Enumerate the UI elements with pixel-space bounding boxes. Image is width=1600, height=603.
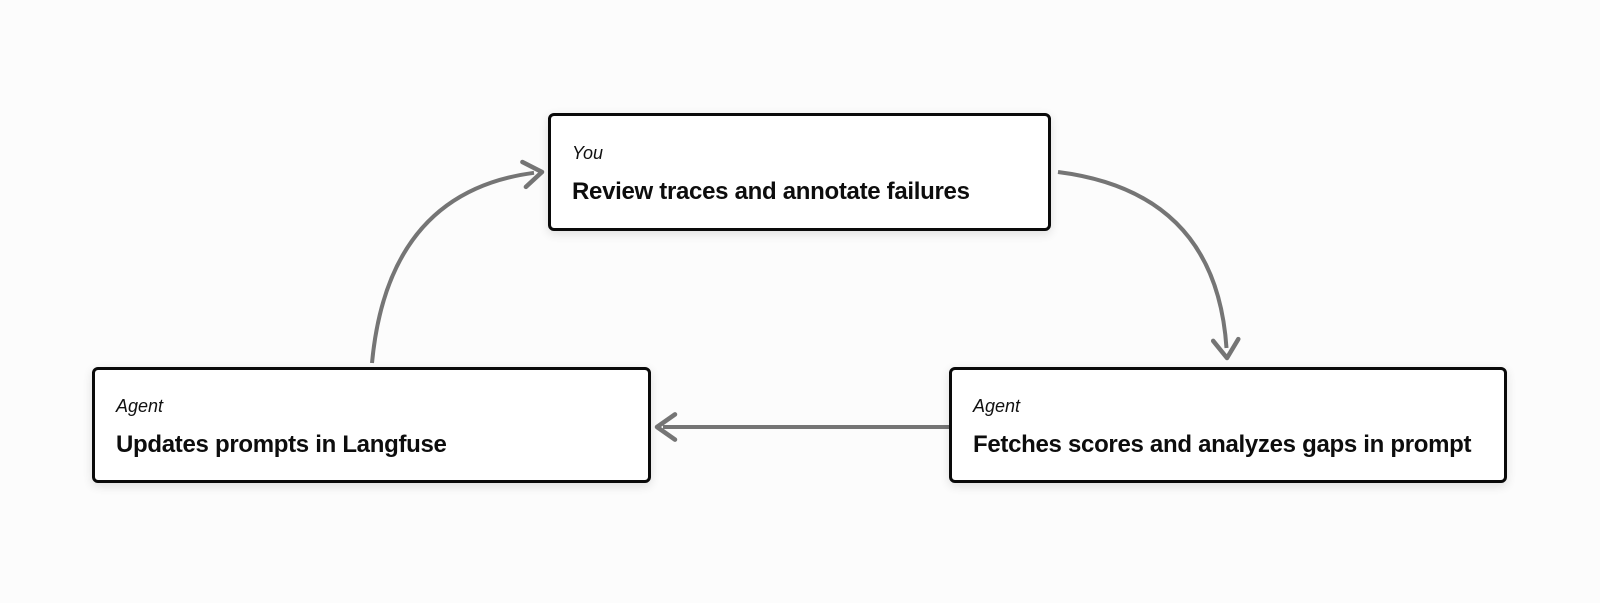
node-actor-label: Agent <box>116 395 164 416</box>
edge-top-to-bottomright <box>1057 170 1241 361</box>
node-updates-prompts: Agent Updates prompts in Langfuse <box>92 367 651 483</box>
edge-bottomleft-to-top <box>370 159 545 364</box>
node-review-traces: You Review traces and annotate failures <box>548 113 1051 231</box>
edge-bottomleft-to-top-curve <box>370 170 535 364</box>
node-title: Review traces and annotate failures <box>572 177 970 205</box>
node-title: Updates prompts in Langfuse <box>116 430 447 458</box>
edge-bottomright-to-bottomleft <box>654 412 949 442</box>
edge-top-to-bottomright-curve <box>1057 170 1229 349</box>
edge-bottomleft-to-top-arrowhead-icon <box>520 159 545 190</box>
node-actor-label: Agent <box>973 395 1021 416</box>
node-actor-label: You <box>572 142 604 163</box>
node-title: Fetches scores and analyzes gaps in prom… <box>973 430 1472 458</box>
edge-top-to-bottomright-arrowhead-icon <box>1210 336 1241 361</box>
node-fetches-scores: Agent Fetches scores and analyzes gaps i… <box>949 367 1507 483</box>
edge-bottomright-to-bottomleft-arrowhead-icon <box>654 412 678 442</box>
